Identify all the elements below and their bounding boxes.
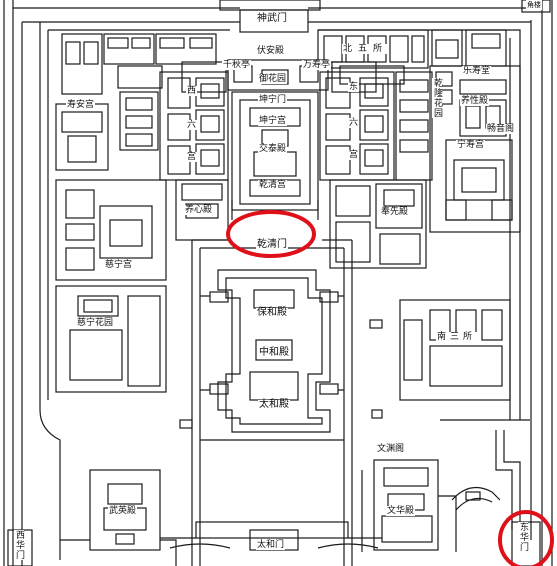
beiwusuo-block [317,29,429,85]
cininggong-block [55,179,167,281]
outer-court-platform [200,269,344,433]
west-palaces-label-xi: 西 [186,86,198,96]
qianqiuting-label[interactable]: 千秋亭 [222,60,252,70]
shenwumen-gate [239,9,309,33]
changyinge-label[interactable]: 畅音阁 [486,124,516,134]
leshoutang-label[interactable]: 乐寿堂 [462,66,492,76]
zhonghedian-label[interactable]: 中和殿 [258,347,290,358]
xihuamen-label[interactable]: 西华门 [14,530,24,560]
qianqinggong-label[interactable]: 乾清宫 [258,180,288,190]
wenyuange-label[interactable]: 文渊阁 [376,444,406,454]
shenwumen-label[interactable]: 神武门 [256,13,288,24]
qianqingmen-highlight-circle [226,210,316,258]
east-palaces-label-liu: 六 [348,118,360,128]
ningshougong-label[interactable]: 宁寿宫 [456,140,486,150]
qianlonghuayuan-label[interactable]: 乾隆花园 [432,78,442,118]
jiaolou-label[interactable]: 角楼 [526,0,542,10]
jiaotaidian-label[interactable]: 交泰殿 [258,144,288,154]
west-palaces-label-gong: 宫 [186,152,198,162]
fuandian-label[interactable]: 伏安殿 [256,46,286,56]
donghuamen-label[interactable]: 东华门 [518,522,528,552]
yixingdian-label[interactable]: 养性殿 [460,96,490,106]
qianqingmen-label[interactable]: 乾清门 [256,239,288,250]
yuhuayuan-label[interactable]: 御花园 [258,74,288,84]
taihemen-label[interactable]: 太和门 [256,540,286,550]
west-palaces-label-liu: 六 [186,120,198,130]
nansansuo-block [399,299,511,401]
taihedian-label[interactable]: 太和殿 [258,399,290,410]
yangxindian-label[interactable]: 养心殿 [184,205,214,215]
central-axis-corridors [191,239,353,566]
fengxiandian-label[interactable]: 奉先殿 [380,207,410,217]
beiwusuo-label[interactable]: 北五所 [342,44,390,54]
baohedian-label[interactable]: 保和殿 [256,307,288,318]
cininghuayuan-label[interactable]: 慈宁花园 [76,318,115,328]
wuyingdian-label[interactable]: 武英殿 [108,506,138,516]
nansansuo-label[interactable]: 南三所 [436,332,478,342]
east-palaces-label-dong: 东 [348,82,360,92]
kunningmen-label[interactable]: 坤宁门 [258,95,288,105]
inner-court [231,91,319,220]
east-palaces-label-gong: 宫 [348,150,360,160]
northwest-blocks [61,33,217,95]
wanshouting-label[interactable]: 万寿亭 [302,60,332,70]
fengxiandian-block [329,179,427,269]
inner-river [440,419,530,530]
donghuamen-highlight-circle [498,510,554,566]
wuyingdian-block [60,469,177,566]
cininghuayuan-block [55,285,167,393]
taihemen-court [160,439,382,551]
outer-wall [3,0,553,566]
wenhuadian-label[interactable]: 文华殿 [386,506,416,516]
shouangong-block [55,103,109,171]
kunninggong-label[interactable]: 坤宁宫 [258,116,288,126]
shouangong-label[interactable]: 寿安宫 [66,100,96,110]
cininggong-label[interactable]: 慈宁宫 [104,260,134,270]
